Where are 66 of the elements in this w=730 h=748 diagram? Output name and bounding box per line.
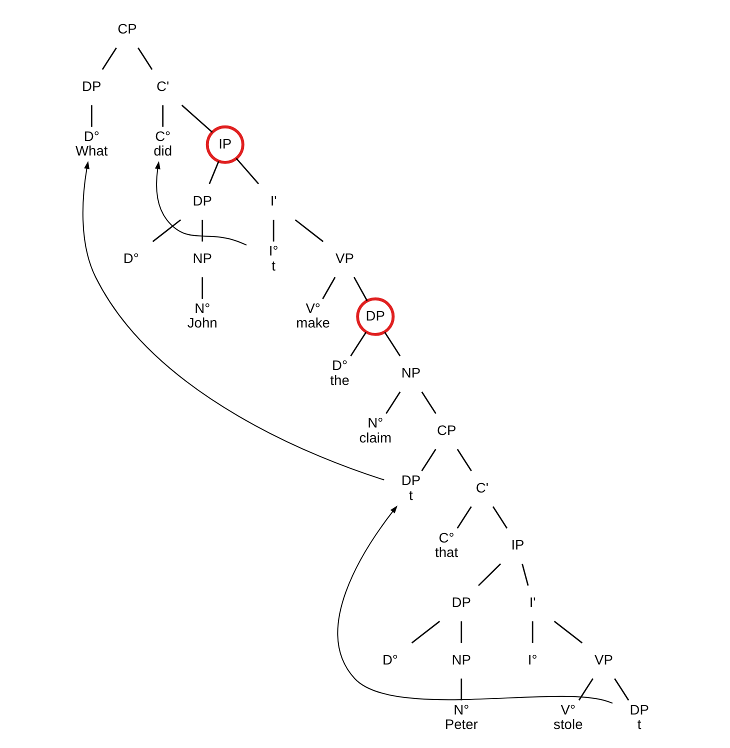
node-text: VP bbox=[594, 651, 612, 668]
node-circle: DP bbox=[356, 297, 394, 336]
connector bbox=[180, 104, 212, 133]
node-text: N° Peter bbox=[444, 701, 478, 732]
connector bbox=[162, 105, 164, 127]
node-text: NP bbox=[451, 651, 471, 668]
node-text: N° claim bbox=[358, 414, 392, 446]
connector bbox=[272, 220, 274, 242]
connector bbox=[492, 506, 508, 529]
node-text: C' bbox=[156, 78, 169, 94]
connector bbox=[553, 620, 582, 644]
connector bbox=[384, 332, 400, 356]
connector bbox=[531, 621, 533, 643]
connector bbox=[456, 506, 472, 529]
connector bbox=[385, 392, 400, 414]
connector bbox=[201, 277, 203, 299]
node-text: I' bbox=[528, 594, 536, 610]
node-text: V° stole bbox=[553, 701, 582, 732]
connector bbox=[614, 678, 629, 701]
connector bbox=[456, 448, 472, 472]
node-text: C° did bbox=[153, 128, 172, 159]
node-text: C° that bbox=[434, 529, 458, 560]
connector bbox=[152, 219, 181, 242]
node-text: DP bbox=[192, 192, 212, 209]
node-text: I° bbox=[527, 651, 537, 668]
node-text: I° t bbox=[268, 242, 278, 274]
node-text: DP bbox=[451, 594, 471, 610]
connector bbox=[420, 392, 436, 414]
connector bbox=[460, 621, 462, 643]
node-text: NP bbox=[192, 250, 212, 266]
connector bbox=[201, 220, 203, 242]
node-text: I' bbox=[270, 192, 276, 209]
node-text: CP bbox=[436, 422, 456, 438]
node-text: DP t bbox=[400, 472, 420, 503]
connector bbox=[353, 276, 368, 302]
node-text: IP bbox=[510, 536, 524, 553]
node-text: DP t bbox=[629, 701, 648, 732]
connector bbox=[235, 158, 259, 184]
arrow bbox=[154, 161, 247, 246]
node-text: VP bbox=[335, 250, 354, 266]
arrow bbox=[82, 161, 384, 480]
connector bbox=[460, 678, 462, 700]
node-text: D° What bbox=[75, 128, 108, 159]
connector bbox=[420, 448, 436, 472]
connector bbox=[294, 219, 324, 242]
connector bbox=[578, 678, 593, 701]
connector bbox=[478, 563, 501, 586]
node-text: NP bbox=[400, 364, 420, 381]
connector bbox=[350, 332, 366, 356]
node-text: C' bbox=[475, 479, 488, 496]
node-text: DP bbox=[82, 78, 101, 94]
node-text: CP bbox=[117, 20, 136, 37]
connector bbox=[137, 47, 152, 70]
connector bbox=[208, 161, 219, 184]
connector bbox=[101, 47, 116, 70]
connector bbox=[521, 564, 528, 586]
node-text: V° make bbox=[296, 300, 330, 331]
node-text: D° bbox=[122, 250, 138, 266]
connector bbox=[90, 105, 92, 127]
node-text: D° the bbox=[330, 357, 349, 388]
node-text: D° bbox=[382, 651, 398, 668]
connector bbox=[322, 276, 336, 300]
arrow bbox=[336, 505, 613, 704]
connector bbox=[410, 620, 440, 644]
node-text: N° John bbox=[186, 300, 217, 331]
node-circle: IP bbox=[205, 125, 244, 164]
